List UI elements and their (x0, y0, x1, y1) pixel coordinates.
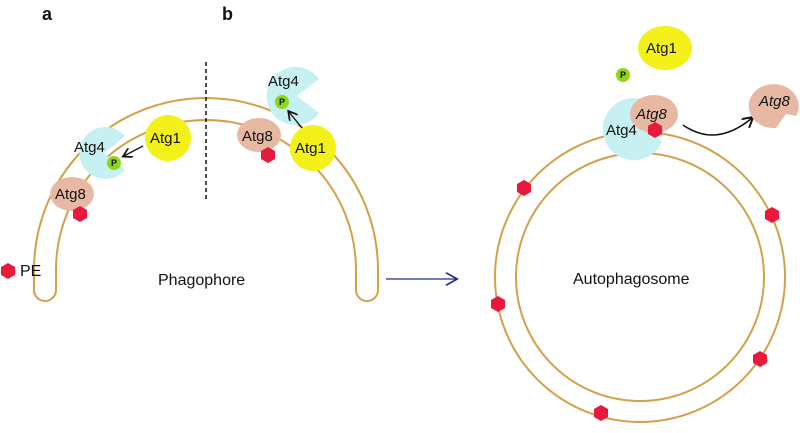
arrow-atg1-to-atg4-b (289, 112, 303, 129)
atg8-label-released: Atg8 (758, 93, 791, 110)
phospho-label-a: P (111, 158, 117, 168)
atg4-label-auto: Atg4 (606, 122, 637, 139)
atg1-label-b: Atg1 (295, 140, 326, 157)
atg8-label-b: Atg8 (242, 128, 273, 145)
atg4-protein-auto (602, 98, 662, 161)
pe-marker-auto-5 (594, 405, 608, 421)
pe-marker-auto-2 (765, 207, 779, 223)
atg4-label-b: Atg4 (268, 73, 299, 90)
pe-marker-auto-3 (491, 296, 505, 312)
atg4-label-a: Atg4 (74, 139, 105, 156)
phagophore-label: Phagophore (158, 272, 245, 289)
phospho-label-auto: P (620, 70, 626, 80)
phospho-marker-auto (616, 68, 630, 82)
autophagosome-label: Autophagosome (573, 271, 690, 288)
atg8-label-auto: Atg8 (635, 106, 668, 123)
atg1-label-auto: Atg1 (646, 40, 677, 57)
atg8-protein-auto (630, 95, 678, 133)
phospho-marker-b (275, 95, 289, 109)
atg4-protein-b (266, 66, 319, 125)
panel-label-b: b (222, 4, 233, 24)
panel-label-a: a (42, 4, 53, 24)
atg1-protein-b (290, 125, 336, 171)
pe-marker-auto-top (648, 122, 662, 138)
atg8-label-a: Atg8 (55, 186, 86, 203)
atg8-protein-a (50, 177, 94, 211)
release-arrow (682, 118, 752, 136)
phagophore-membrane (33, 97, 379, 302)
pe-legend-icon (1, 263, 15, 279)
atg8-released (748, 84, 799, 129)
phospho-marker-a (107, 156, 121, 170)
atg8-protein-b (237, 118, 281, 152)
pe-marker-b (261, 147, 275, 163)
pe-marker-a (73, 206, 87, 222)
atg1-label-a: Atg1 (150, 130, 181, 147)
pe-marker-auto-4 (753, 351, 767, 367)
atg1-protein-a (145, 115, 191, 161)
phospho-label-b: P (279, 97, 285, 107)
pe-marker-auto-1 (517, 180, 531, 196)
pe-legend-label: PE (20, 263, 41, 280)
arrow-atg1-to-atg4-a (124, 145, 144, 156)
atg1-protein-auto (638, 26, 692, 70)
